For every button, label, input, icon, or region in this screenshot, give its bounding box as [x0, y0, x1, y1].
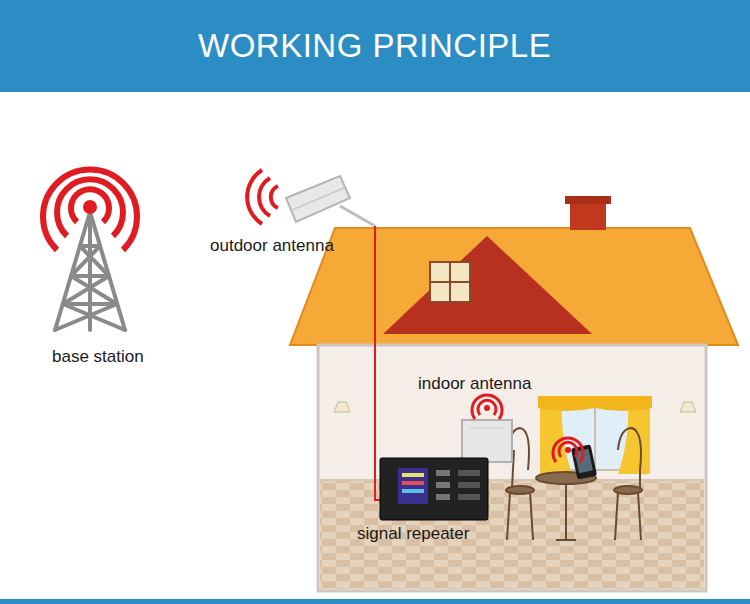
component-label: signal repeater [355, 524, 471, 544]
indoor-signal-waves [472, 395, 502, 419]
roof [290, 228, 738, 345]
header-band [0, 0, 750, 92]
window [538, 396, 652, 474]
antenna-signal-waves [247, 170, 278, 224]
chimney [570, 200, 606, 230]
base-station-tower [55, 212, 125, 330]
bottom-rule [0, 599, 750, 604]
phone-signal-waves [553, 438, 583, 462]
component-label: base station [50, 347, 146, 367]
floor [320, 480, 704, 589]
page-title: WORKING PRINCIPLE [198, 27, 551, 65]
gable [383, 236, 592, 334]
table-and-chairs [506, 428, 642, 540]
indoor-antenna-panel [462, 420, 512, 462]
room-wall [318, 345, 706, 591]
attic-window [430, 262, 470, 302]
component-label: indoor antenna [416, 374, 533, 394]
outdoor-antenna [286, 176, 375, 226]
signal-repeater [380, 458, 488, 520]
feeder-cable [375, 226, 380, 500]
tower-signal-waves [43, 170, 137, 250]
component-label: outdoor antenna [208, 236, 336, 256]
